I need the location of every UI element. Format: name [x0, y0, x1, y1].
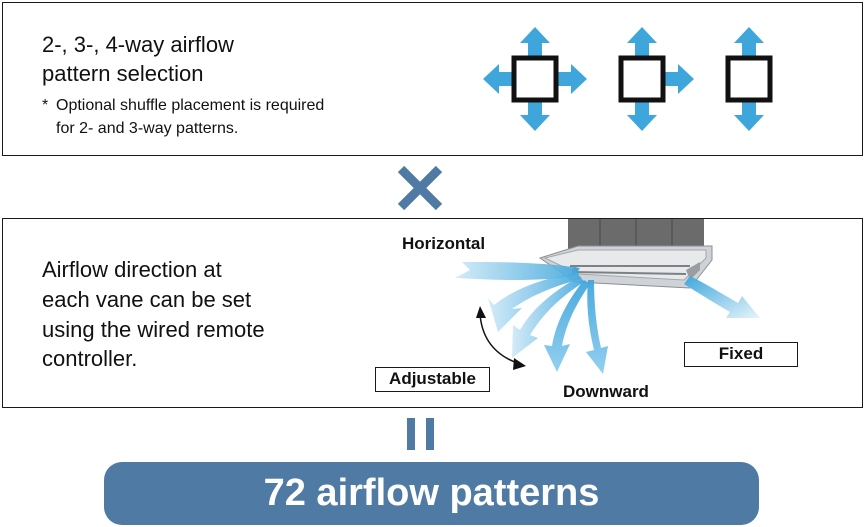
desc-line1: Airflow direction at — [42, 257, 222, 282]
3-way-airflow-icon — [618, 27, 694, 131]
cassette-unit-icon — [538, 219, 713, 289]
label-horizontal: Horizontal — [402, 234, 486, 253]
pattern-selection-panel — [2, 2, 863, 156]
desc-line2: each vane can be set — [42, 287, 252, 312]
desc-line3: using the wired remote — [42, 317, 265, 342]
desc-line4: controller. — [42, 346, 138, 371]
2-way-airflow-icon — [725, 27, 773, 131]
pattern-title-line2: pattern selection — [42, 61, 204, 86]
adjustable-airflow-streams — [455, 262, 608, 374]
equals-icon — [407, 418, 434, 450]
label-fixed: Fixed — [684, 342, 798, 367]
note-mark: * — [42, 97, 49, 114]
label-adjustable: Adjustable — [375, 367, 490, 392]
note-line2: for 2- and 3-way patterns. — [56, 120, 239, 137]
4-way-airflow-icon — [483, 27, 587, 131]
multiply-icon — [397, 165, 443, 211]
airflow-pattern-icons — [483, 27, 773, 131]
fixed-airflow-stream — [684, 276, 760, 318]
adjust-range-arrow — [479, 313, 521, 365]
pattern-title-line1: 2-, 3-, 4-way airflow — [42, 32, 234, 57]
note-line1: Optional shuffle placement is required — [56, 97, 325, 114]
result-banner: 72 airflow patterns — [104, 462, 759, 525]
label-downward: Downward — [563, 382, 649, 401]
